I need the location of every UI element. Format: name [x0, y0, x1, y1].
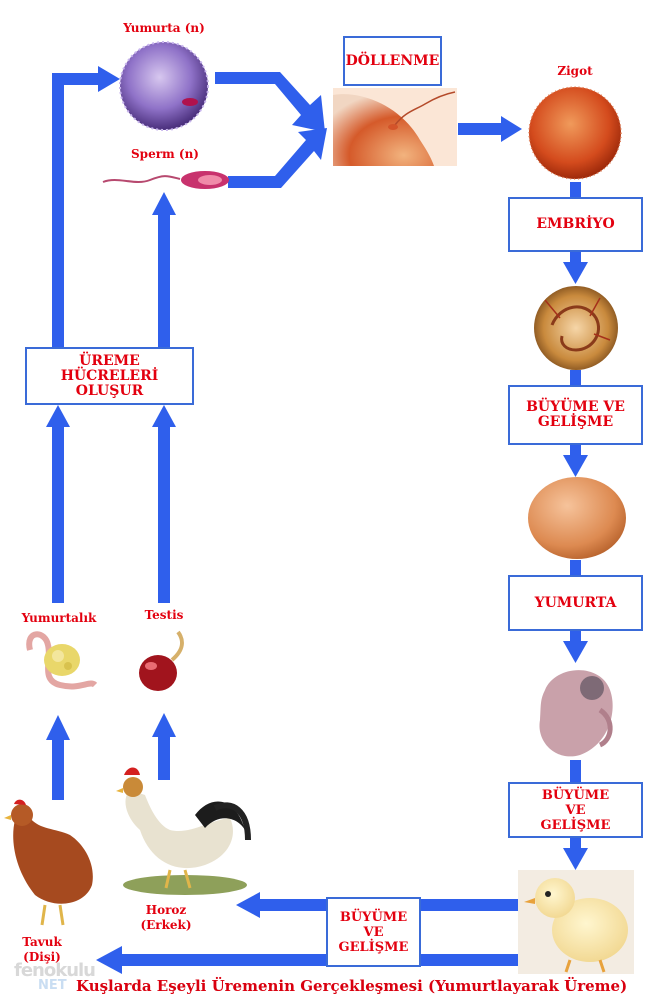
ovary-image — [26, 631, 98, 690]
hen-image — [4, 799, 93, 926]
egg-cell-label: Yumurta (n) — [123, 21, 205, 35]
arrow-egg-to-fertilization — [215, 72, 325, 132]
arrow-box-to-sperm — [158, 213, 170, 348]
arrow-box-to-sperm-head — [152, 192, 176, 215]
testis-label: Testis — [144, 608, 184, 622]
arrow-embryo-img-down — [570, 370, 581, 386]
egg-cell-image — [119, 41, 209, 131]
arrow-testis-to-box — [158, 425, 170, 603]
zygote-image — [528, 86, 622, 180]
arrow-egg-head — [98, 66, 120, 92]
arrow-growth2-down — [570, 838, 581, 850]
arrow-box-to-hen-right — [420, 954, 518, 966]
growth-box-3: BÜYÜME VE GELİŞME — [326, 897, 421, 967]
diagram-caption: Kuşlarda Eşeyli Üremenin Gerçekleşmesi (… — [76, 977, 628, 995]
chick-image — [518, 870, 634, 974]
growth-box-2: BÜYÜME VE GELİŞME — [508, 782, 643, 838]
zygote-label: Zigot — [557, 64, 593, 78]
growth-box-1: BÜYÜME VE GELİŞME — [508, 385, 643, 445]
arrow-egg-img-down — [570, 560, 581, 576]
arrow-hen-to-ovary — [52, 738, 64, 800]
embryo-box: EMBRİYO — [508, 197, 643, 252]
rooster-label: Horoz (Erkek) — [140, 903, 192, 932]
arrow-egg-box-down — [570, 631, 581, 643]
arrow-growth2-down-head — [563, 848, 588, 870]
sperm-label: Sperm (n) — [131, 147, 199, 161]
arrow-growth1-down-head — [563, 455, 588, 477]
arrow-testis-to-box-head — [152, 405, 176, 427]
arrow-chick-to-hen-head — [96, 946, 122, 974]
arrow-chick-to-rooster-head — [236, 892, 260, 918]
arrow-embryo-down — [570, 252, 581, 264]
arrow-sperm-to-fertilization — [228, 128, 327, 188]
watermark-line2: NET — [38, 978, 67, 993]
fetus-image — [539, 670, 613, 757]
arrow-zygote-to-embryo — [570, 182, 581, 199]
arrow-egg-box-down-head — [563, 641, 588, 663]
arrow-fert-to-zygote — [458, 123, 503, 135]
rooster-image — [116, 767, 251, 895]
arrow-ovary-to-box — [52, 425, 64, 603]
arrow-rooster-to-testis — [158, 735, 170, 780]
arrow-embryo-down-head — [563, 262, 588, 284]
sperm-image — [102, 171, 229, 189]
fertilization-box: DÖLLENME — [343, 36, 442, 86]
hen-label: Tavuk (Dişi) — [22, 935, 62, 964]
arrow-chick-to-hen — [120, 954, 326, 966]
arrow-box-to-rooster-right — [420, 899, 518, 911]
ovary-label: Yumurtalık — [21, 611, 97, 625]
watermark-logo: fenokulu NET — [14, 960, 96, 996]
arrow-egg-horizontal — [52, 73, 100, 85]
arrow-ovary-to-box-head — [46, 405, 70, 427]
gametes-box: ÜREME HÜCRELERİ OLUŞUR — [25, 347, 194, 405]
arrow-chick-to-rooster — [258, 899, 326, 911]
arrow-fetus-down — [570, 760, 581, 782]
arrow-box-to-egg — [52, 73, 64, 348]
watermark-line1: fenokulu — [14, 960, 96, 981]
arrow-hen-to-ovary-head — [46, 715, 70, 740]
arrow-fert-to-zygote-head — [501, 116, 522, 142]
arrow-growth1-down — [570, 445, 581, 457]
egg-box: YUMURTA — [508, 575, 643, 631]
arrow-rooster-to-testis-head — [152, 713, 176, 737]
arrows — [46, 66, 588, 974]
egg-image — [528, 477, 626, 559]
testis-image — [139, 630, 184, 691]
embryo-image — [534, 286, 618, 370]
fertilization-image — [333, 88, 457, 166]
